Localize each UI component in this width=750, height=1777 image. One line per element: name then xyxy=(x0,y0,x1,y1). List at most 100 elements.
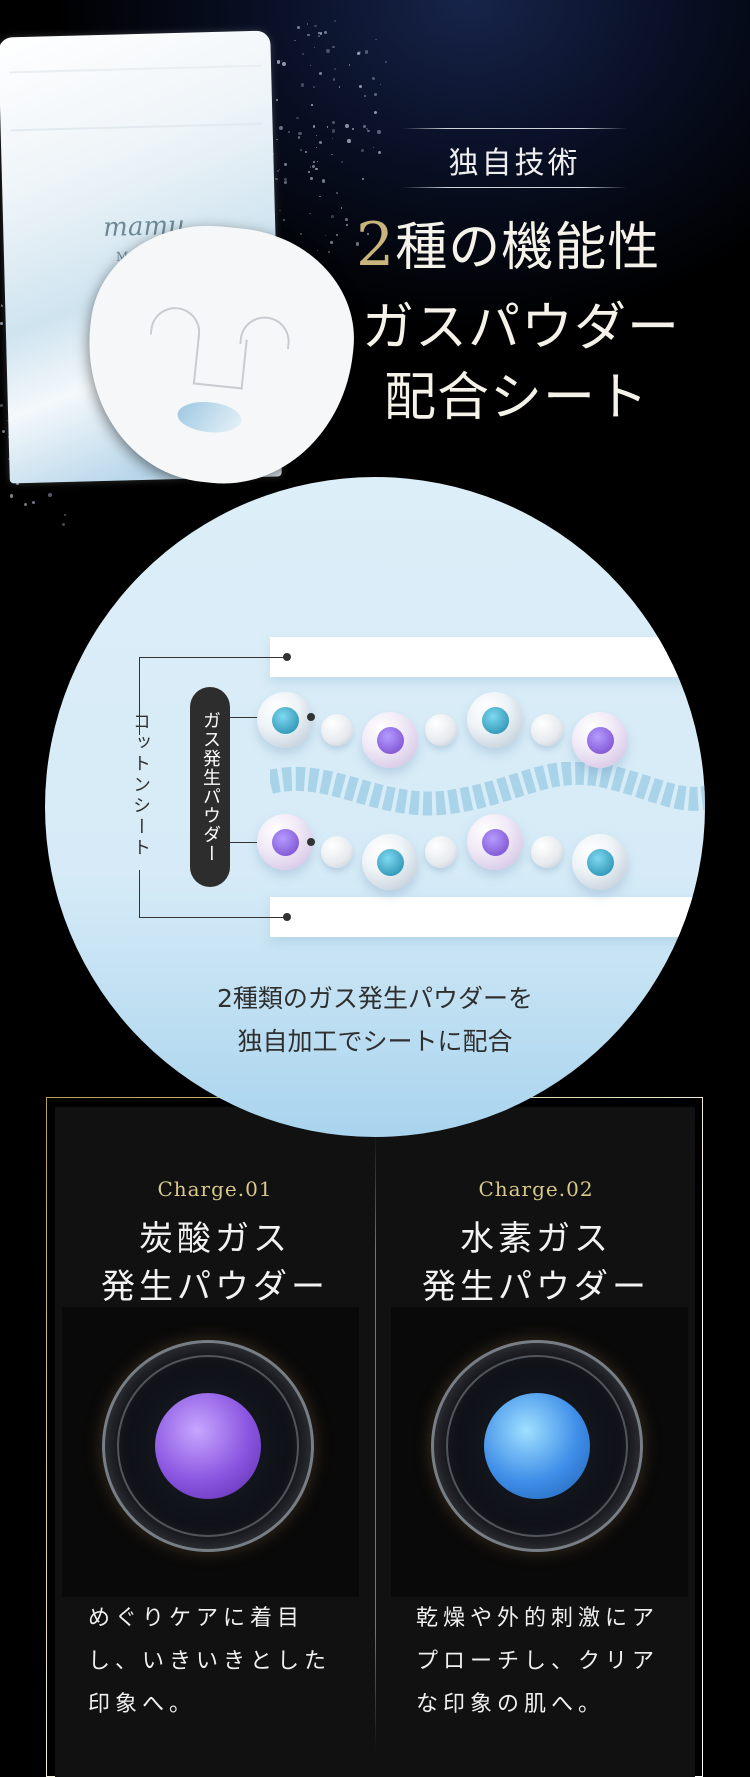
sparkle-decoration xyxy=(352,128,355,131)
sparkle-decoration xyxy=(360,148,365,153)
water-droplet-icon xyxy=(425,714,457,746)
pointer-dot xyxy=(283,913,291,921)
sparkle-decoration xyxy=(2,429,6,433)
sparkle-decoration xyxy=(283,162,287,166)
sparkle-decoration xyxy=(283,178,287,182)
sparkle-decoration xyxy=(385,60,388,64)
card-title: 炭酸ガス発生パウダー xyxy=(55,1215,375,1311)
sparkle-decoration xyxy=(317,35,320,38)
sparkle-decoration xyxy=(63,514,66,516)
carbonic-orb-image xyxy=(62,1307,359,1597)
headline-number: 2 xyxy=(356,210,396,280)
pointer-dot xyxy=(283,653,291,661)
sparkle-decoration xyxy=(296,25,300,29)
sparkle-decoration xyxy=(366,129,370,133)
sparkle-decoration xyxy=(324,234,326,236)
headline-line-2: ガスパウダー xyxy=(362,298,681,358)
sparkle-decoration xyxy=(276,99,278,101)
card-title-line: 発生パウダー xyxy=(422,1267,650,1307)
sparkle-decoration xyxy=(313,86,316,89)
water-droplet-icon xyxy=(321,714,353,746)
sparkle-decoration xyxy=(0,322,4,325)
carbonic-powder-particle-icon xyxy=(467,814,523,870)
fiber-wave-band xyxy=(270,762,705,816)
caption-line: 2種類のガス発生パウダーを xyxy=(217,984,533,1013)
caption-line: 独自加工でシートに配合 xyxy=(237,1027,513,1056)
card-description: めぐりケアに着目 し、いきいきとした 印象へ。 xyxy=(88,1606,332,1717)
sparkle-decoration xyxy=(313,47,316,49)
sparkle-decoration xyxy=(300,233,302,235)
sparkle-decoration xyxy=(319,32,322,35)
hydrogen-orb-image xyxy=(391,1307,688,1597)
sparkle-decoration xyxy=(306,23,309,25)
sparkle-decoration xyxy=(309,212,311,214)
sparkle-decoration xyxy=(277,169,280,172)
purple-sphere-icon xyxy=(155,1393,261,1499)
sparkle-decoration xyxy=(283,219,286,222)
bracket-line xyxy=(139,917,287,918)
water-droplet-icon xyxy=(531,836,563,868)
sparkle-decoration xyxy=(331,215,334,219)
sparkle-decoration xyxy=(305,151,307,153)
sparkle-decoration xyxy=(296,117,299,120)
particle-core xyxy=(587,727,614,754)
particle-core xyxy=(272,829,299,856)
sparkle-decoration xyxy=(311,104,313,106)
hydrogen-powder-particle-icon xyxy=(467,692,523,748)
sparkle-decoration xyxy=(377,130,381,134)
mask-eye-cutout xyxy=(149,304,203,340)
sparkle-decoration xyxy=(318,71,323,75)
particle-core xyxy=(482,707,509,734)
sparkle-decoration xyxy=(332,45,335,48)
hydrogen-powder-particle-icon xyxy=(257,692,313,748)
sparkle-decoration xyxy=(310,176,314,180)
sparkle-decoration xyxy=(317,32,320,35)
blue-sphere-icon xyxy=(484,1393,590,1499)
card-title: 水素ガス発生パウダー xyxy=(376,1215,696,1311)
sparkle-decoration xyxy=(275,177,278,181)
sparkle-decoration xyxy=(377,150,381,154)
sparkle-decoration xyxy=(61,522,66,527)
sparkle-decoration xyxy=(324,31,328,35)
sparkle-decoration xyxy=(345,123,349,128)
particle-core xyxy=(377,849,404,876)
carbonic-powder-particle-icon xyxy=(362,712,418,768)
sparkle-decoration xyxy=(0,304,3,306)
gas-powder-label: ガス発生パウダー xyxy=(190,687,230,887)
sparkle-decoration xyxy=(278,168,280,170)
sparkle-decoration xyxy=(280,60,282,62)
mask-mouth-cutout xyxy=(176,398,243,436)
sparkle-decoration xyxy=(326,126,329,128)
sparkle-decoration xyxy=(307,33,310,37)
sparkle-decoration xyxy=(333,20,336,23)
sparkle-decoration xyxy=(318,140,323,145)
sparkle-decoration xyxy=(0,403,4,407)
sparkle-decoration xyxy=(366,232,369,235)
card-title-line: 水素ガス xyxy=(460,1219,612,1259)
sparkle-decoration xyxy=(24,503,28,507)
sparkle-decoration xyxy=(300,83,304,87)
sparkle-decoration xyxy=(319,195,322,198)
sparkle-decoration xyxy=(9,494,13,498)
package-zipper xyxy=(9,64,263,132)
mask-nose-cutout xyxy=(192,334,248,390)
card-title-line: 炭酸ガス xyxy=(139,1219,291,1259)
sparkle-decoration xyxy=(345,223,349,227)
sparkle-decoration xyxy=(373,93,377,97)
sparkle-decoration xyxy=(276,60,281,64)
sparkle-decoration xyxy=(301,52,305,55)
sparkle-decoration xyxy=(294,39,296,42)
headline-line-1: 2種の機能性 xyxy=(356,205,660,280)
sparkle-decoration xyxy=(315,146,318,149)
sparkle-decoration xyxy=(331,153,333,155)
hydrogen-powder-particle-icon xyxy=(572,834,628,890)
sparkle-decoration xyxy=(1,305,3,308)
sparkle-decoration xyxy=(287,131,291,134)
cotton-sheet-top-layer xyxy=(270,637,705,677)
pointer-dot xyxy=(307,713,315,721)
headline-line-3: 配合シート xyxy=(384,368,650,428)
bubble-icon xyxy=(431,1340,643,1552)
particle-core xyxy=(482,829,509,856)
headline-text: 種の機能性 xyxy=(395,218,661,278)
kicker-top-rule xyxy=(402,128,627,129)
